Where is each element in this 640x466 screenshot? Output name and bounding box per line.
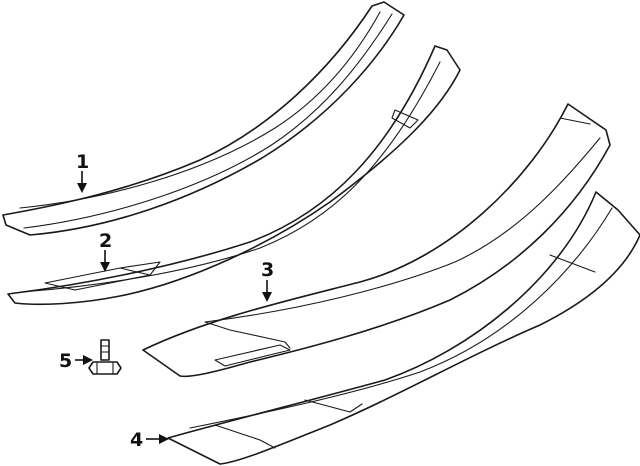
callout-4: 4	[130, 429, 169, 451]
callout-label-5: 5	[59, 350, 72, 372]
arrowhead-icon	[262, 292, 272, 302]
callout-label-4: 4	[130, 429, 143, 451]
arrowhead-icon	[77, 183, 87, 193]
callout-1: 1	[76, 151, 89, 193]
callout-label-2: 2	[99, 230, 112, 252]
spoiler-part-2	[7, 45, 461, 306]
callout-label-1: 1	[76, 151, 89, 173]
spoiler-part-3	[142, 103, 611, 378]
callout-label-3: 3	[261, 259, 274, 281]
callout-3: 3	[261, 259, 274, 302]
callout-2: 2	[99, 230, 112, 272]
spoiler-part-1	[2, 1, 405, 236]
bolt-part-5	[88, 339, 122, 375]
callout-5: 5	[59, 350, 93, 372]
arrowhead-icon	[100, 262, 110, 272]
arrowhead-icon	[83, 355, 93, 365]
arrowhead-icon	[159, 434, 169, 444]
spoiler-part-4	[167, 191, 640, 465]
